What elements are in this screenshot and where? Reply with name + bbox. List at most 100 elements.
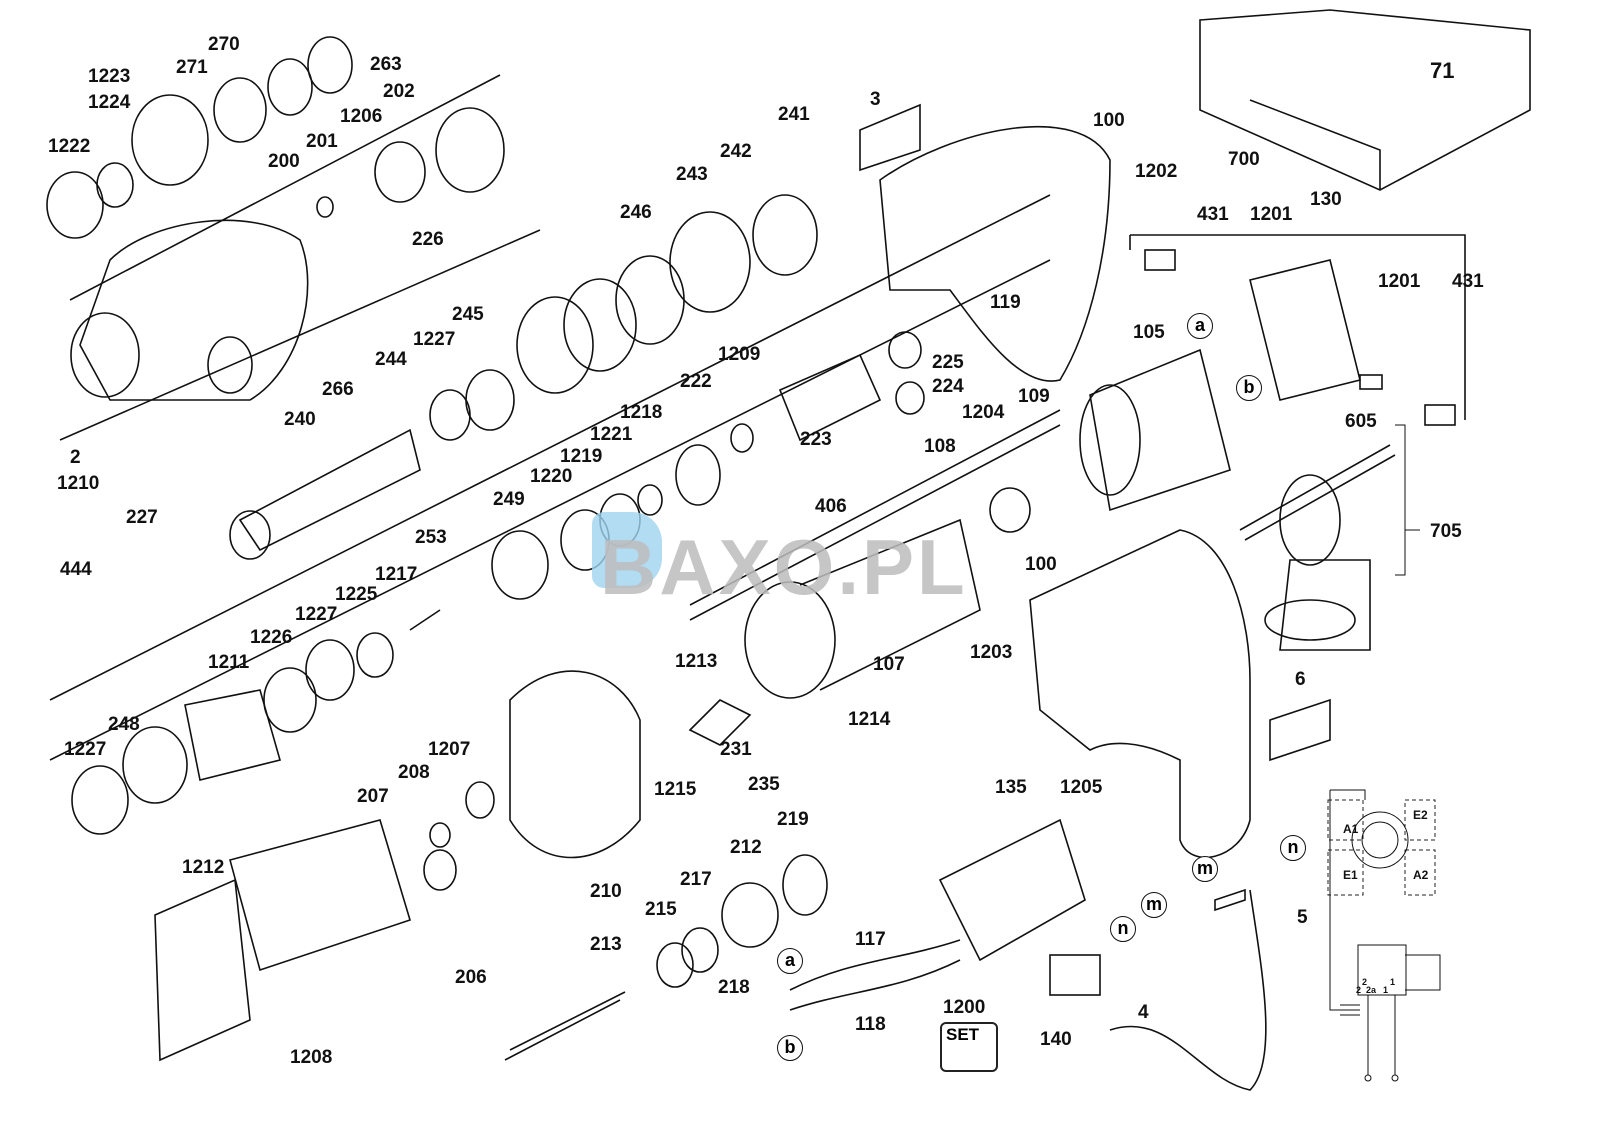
part-label: 217	[680, 869, 712, 890]
part-label: 117	[855, 929, 886, 950]
part-label: 100	[1025, 554, 1057, 575]
part-label: 212	[730, 837, 762, 858]
motor-housing-drawing	[859, 103, 1111, 382]
part-label: 431	[1197, 204, 1229, 225]
watermark-text: BAXO.PL	[600, 523, 968, 611]
set-icon-text: SET	[946, 1025, 980, 1044]
part-label: 218	[718, 977, 750, 998]
hammer-mechanism-drawing	[49, 194, 1051, 835]
watermark-logo-icon	[592, 512, 662, 588]
schematic-terminal: 2a	[1366, 985, 1377, 995]
switch-cable-drawing	[789, 818, 1267, 1091]
part-label: 222	[680, 371, 712, 392]
part-label: 246	[620, 202, 652, 223]
part-label: 1223	[88, 66, 131, 87]
part-label: 406	[815, 496, 847, 517]
part-label: 207	[357, 786, 389, 807]
part-label: 1221	[590, 424, 633, 445]
part-label: 1212	[182, 857, 225, 878]
part-label: 6	[1295, 669, 1306, 690]
part-label: 119	[990, 292, 1021, 313]
part-label: 5	[1297, 907, 1308, 928]
part-label: 253	[415, 527, 447, 548]
part-label: 1227	[295, 604, 338, 625]
part-label: 1200	[943, 997, 986, 1018]
part-label: 1201	[1250, 204, 1293, 225]
connector-marker-n: n	[1110, 916, 1136, 942]
part-label: 444	[60, 559, 92, 580]
part-label: 1207	[428, 739, 471, 760]
part-label: 271	[176, 57, 208, 78]
part-label: 208	[398, 762, 430, 783]
connector-marker-b: b	[777, 1035, 803, 1061]
part-label: 1203	[970, 642, 1013, 663]
part-label: 105	[1133, 322, 1165, 343]
part-label: 206	[455, 967, 487, 988]
part-label: 244	[375, 349, 407, 370]
schematic-label-a2: A2	[1413, 868, 1429, 882]
carrying-case-drawing	[1199, 9, 1531, 191]
part-label: 202	[383, 81, 415, 102]
part-label: 225	[932, 352, 964, 373]
part-label: 1206	[340, 106, 383, 127]
part-label: 1204	[962, 402, 1005, 423]
part-label: 1213	[675, 651, 718, 672]
part-label: 1226	[250, 627, 293, 648]
part-label: 223	[800, 429, 832, 450]
part-label: 1202	[1135, 161, 1178, 182]
schematic-terminal: 2	[1362, 977, 1368, 987]
part-label: 245	[452, 304, 484, 325]
fan-baffle-drawing	[154, 670, 641, 1062]
connector-marker-b: b	[1236, 375, 1262, 401]
schematic-terminal: 1	[1383, 985, 1389, 995]
part-label: 219	[777, 809, 809, 830]
connector-marker-a: a	[777, 948, 803, 974]
part-label: 1215	[654, 779, 697, 800]
part-label: 266	[322, 379, 354, 400]
schematic-label-e2: E2	[1413, 808, 1428, 822]
part-label: 4	[1138, 1002, 1149, 1023]
part-label: 109	[1018, 386, 1050, 407]
part-label: 242	[720, 141, 752, 162]
part-label: 200	[268, 151, 300, 172]
part-label: 107	[873, 654, 905, 675]
part-label: 605	[1345, 411, 1377, 432]
part-label: 705	[1430, 521, 1462, 542]
part-label: 210	[590, 881, 622, 902]
schematic-label-e1: E1	[1343, 868, 1358, 882]
part-label: 227	[126, 507, 158, 528]
part-label: 270	[208, 34, 240, 55]
part-label: 213	[590, 934, 622, 955]
part-label: 248	[108, 714, 140, 735]
part-label: 231	[720, 739, 752, 760]
connector-marker-m: m	[1192, 856, 1218, 882]
brush-holder-drawing	[1129, 234, 1466, 426]
side-handle-drawing	[1239, 424, 1420, 651]
part-label: 241	[778, 104, 810, 125]
chuck-parts-drawing	[46, 36, 505, 239]
part-label: 1227	[64, 739, 107, 760]
part-label: 1201	[1378, 271, 1421, 292]
part-label: 226	[412, 229, 444, 250]
part-label: 1219	[560, 446, 603, 467]
part-label: 240	[284, 409, 316, 430]
part-label: 3	[870, 89, 881, 110]
part-label: 2	[70, 447, 81, 468]
connector-marker-m: m	[1141, 892, 1167, 918]
part-label: 1222	[48, 136, 91, 157]
part-label: 249	[493, 489, 525, 510]
part-label: 1208	[290, 1047, 333, 1068]
gear-housing-drawing	[59, 74, 541, 441]
part-label: 243	[676, 164, 708, 185]
part-label: 130	[1310, 189, 1342, 210]
part-label: 118	[855, 1014, 886, 1035]
part-label: 700	[1228, 149, 1260, 170]
part-label: 108	[924, 436, 956, 457]
part-label: 224	[932, 376, 964, 397]
part-label: 263	[370, 54, 402, 75]
schematic-terminal: 1	[1390, 977, 1396, 987]
intermediate-shaft-drawing	[504, 699, 828, 1061]
part-label: 1210	[57, 473, 100, 494]
